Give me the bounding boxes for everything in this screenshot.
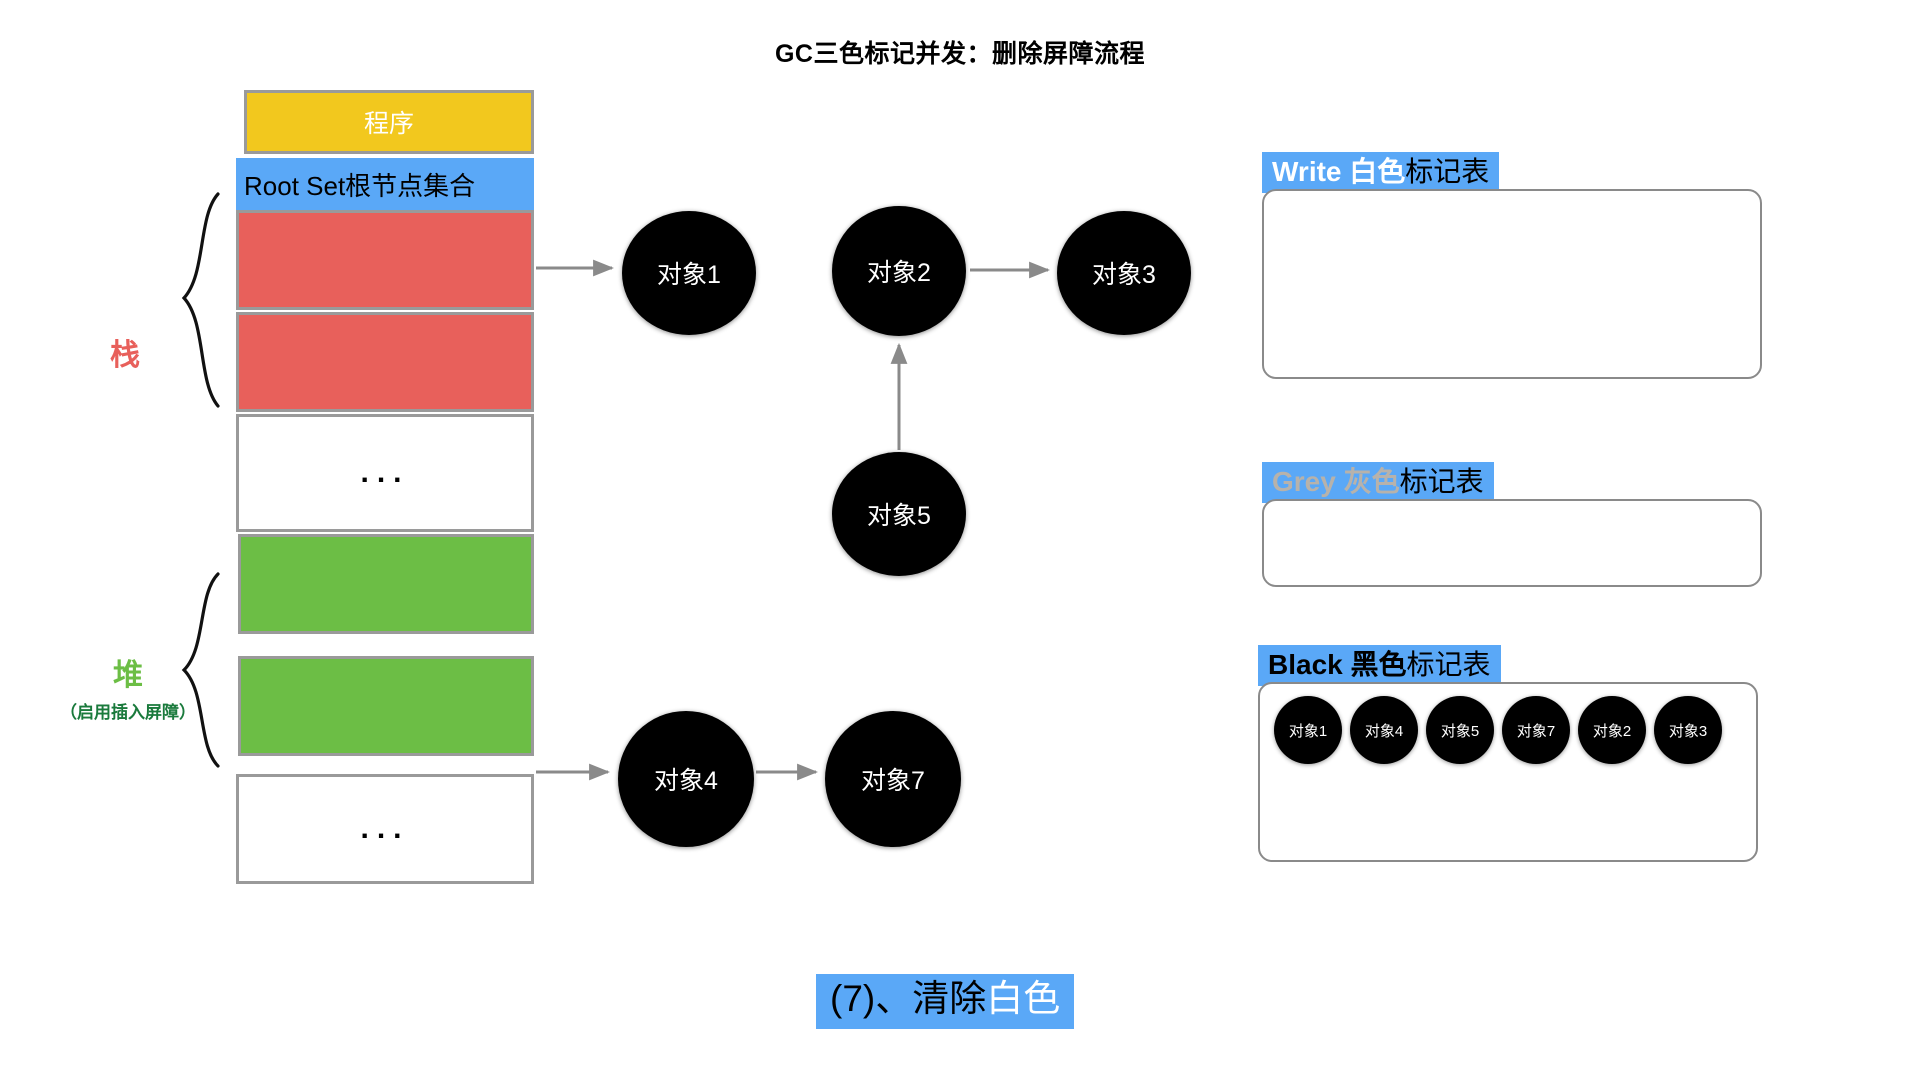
- grey-table-cn-label: 标记表: [1399, 466, 1484, 497]
- white-table-en-label: Write: [1272, 156, 1342, 187]
- object-node-4: 对象4: [618, 711, 754, 847]
- object-label: 对象3: [1092, 261, 1156, 289]
- stack-slot-2: [236, 312, 534, 412]
- root-set-cell: Root Set根节点集合: [236, 158, 534, 210]
- black-table-cn-highlight: 黑色: [1342, 649, 1407, 680]
- heap-label-group: 堆 （启用插入屏障）: [30, 650, 226, 723]
- step-caption: (7)、清除白色: [816, 974, 1075, 1029]
- object-node-3: 对象3: [1057, 211, 1191, 335]
- white-mark-table-box: [1262, 189, 1762, 379]
- grey-table-en-label: Grey: [1272, 466, 1336, 497]
- grey-mark-table-title: Grey 灰色标记表: [1262, 462, 1494, 503]
- stack-slot-1: [236, 210, 534, 310]
- white-mark-table-title: Write 白色标记表: [1262, 152, 1500, 193]
- mark-table-object-chip: 对象7: [1502, 696, 1570, 764]
- black-mark-table-title: Black 黑色标记表: [1258, 645, 1501, 686]
- mark-table-object-chip: 对象4: [1350, 696, 1418, 764]
- object-label: 对象4: [654, 767, 718, 795]
- heap-label: 堆: [113, 659, 143, 692]
- heap-sub-label: （启用插入屏障）: [60, 703, 196, 722]
- grey-mark-table-box: [1262, 499, 1762, 587]
- object-node-1: 对象1: [622, 211, 756, 335]
- ellipsis-label: ...: [360, 456, 410, 489]
- object-node-7: 对象7: [825, 711, 961, 847]
- page-title: GC三色标记并发：删除屏障流程: [774, 40, 1145, 68]
- stack-label: 栈: [110, 339, 140, 372]
- white-table-cn-label: 标记表: [1405, 156, 1490, 187]
- white-table-cn-highlight: 白色: [1341, 156, 1406, 187]
- step-caption-highlight: 白色: [986, 978, 1061, 1019]
- object-node-5: 对象5: [832, 452, 966, 576]
- memory-column: 程序 Root Set根节点集合 ... ...: [236, 90, 534, 890]
- program-cell: 程序: [244, 90, 534, 154]
- ellipsis-label: ...: [360, 812, 410, 845]
- step-caption-prefix: (7)、清除: [830, 978, 987, 1019]
- grey-mark-table: Grey 灰色标记表: [1262, 462, 1762, 587]
- mark-table-object-chip: 对象5: [1426, 696, 1494, 764]
- object-label: 对象5: [867, 502, 931, 530]
- white-mark-table: Write 白色标记表: [1262, 152, 1762, 379]
- mark-table-object-chip: 对象2: [1578, 696, 1646, 764]
- grey-table-cn-highlight: 灰色: [1335, 466, 1400, 497]
- black-table-en-label: Black: [1268, 649, 1343, 680]
- stack-brace-icon: [181, 192, 220, 408]
- heap-slot-1: [238, 534, 534, 634]
- object-label: 对象1: [657, 261, 721, 289]
- mark-table-object-chip: 对象1: [1274, 696, 1342, 764]
- object-label: 对象7: [861, 767, 925, 795]
- black-table-cn-label: 标记表: [1406, 649, 1491, 680]
- mark-table-object-chip: 对象3: [1654, 696, 1722, 764]
- object-node-2: 对象2: [832, 206, 966, 336]
- heap-brace-icon: [181, 572, 220, 768]
- program-label: 程序: [363, 110, 414, 138]
- stack-ellipsis-cell: ...: [236, 414, 534, 532]
- root-set-label: Root Set根节点集合: [244, 170, 476, 201]
- heap-slot-2: [238, 656, 534, 756]
- heap-ellipsis-cell: ...: [236, 774, 534, 884]
- object-label: 对象2: [867, 259, 931, 287]
